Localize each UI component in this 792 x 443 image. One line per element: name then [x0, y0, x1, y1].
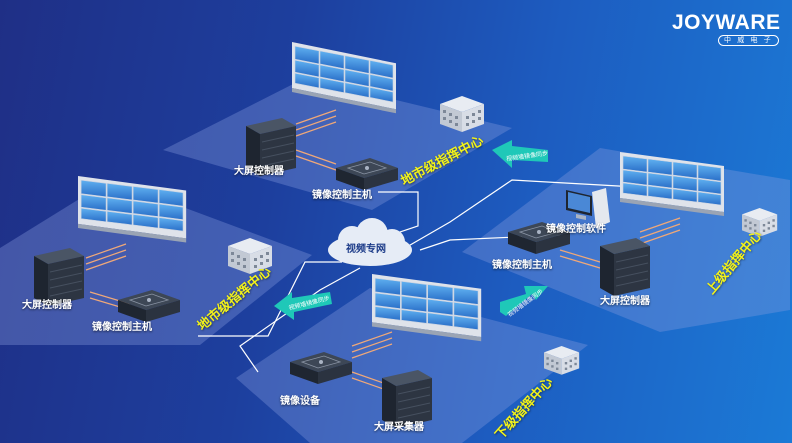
sync-arrows — [274, 140, 548, 320]
right-mirror-host-label: 镜像控制主机 — [492, 260, 552, 271]
platform-top — [163, 78, 512, 210]
left-mirror-host-label: 镜像控制主机 — [92, 322, 152, 333]
right-mirror-software-label: 镜像控制软件 — [546, 224, 606, 235]
cloud-label: 视频专网 — [346, 244, 386, 255]
platform-left — [0, 180, 312, 345]
computer-icon — [566, 188, 610, 228]
platform-bottom — [236, 288, 588, 443]
top-mirror-host-label: 镜像控制主机 — [312, 190, 372, 201]
brand-subtitle: 中 威 电 子 — [718, 35, 779, 46]
right-bigscreen-controller-label: 大屏控制器 — [600, 296, 650, 307]
brand-logo: JOYWARE — [672, 11, 781, 34]
cloud-icon — [328, 218, 412, 266]
bottom-mirror-device-label: 镜像设备 — [280, 396, 320, 407]
left-bigscreen-controller-label: 大屏控制器 — [22, 300, 72, 311]
bottom-bigscreen-collector-label: 大屏采集器 — [374, 422, 424, 433]
top-bigscreen-controller-label: 大屏控制器 — [234, 166, 284, 177]
